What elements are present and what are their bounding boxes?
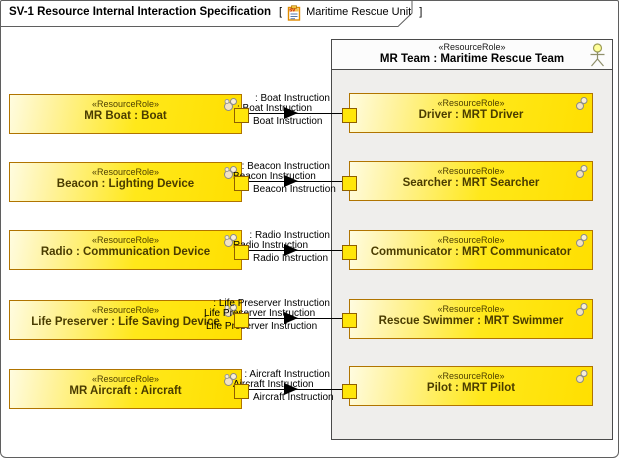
resource-role-mr-boat[interactable]: «ResourceRole» MR Boat : Boat bbox=[9, 94, 242, 134]
element-name: Pilot : MRT Pilot bbox=[426, 382, 516, 394]
resource-role-rescue-swimmer[interactable]: «ResourceRole» Rescue Swimmer : MRT Swim… bbox=[349, 299, 593, 339]
role-icon bbox=[576, 234, 588, 247]
diagram-context-name: Maritime Rescue Unit bbox=[306, 5, 412, 18]
port-mr-boat[interactable] bbox=[234, 108, 249, 123]
flow-arrow-icon bbox=[284, 244, 298, 256]
element-name: Driver : MRT Driver bbox=[418, 109, 524, 121]
container-stereotype: «ResourceRole» bbox=[438, 42, 506, 52]
resource-role-driver[interactable]: «ResourceRole» Driver : MRT Driver bbox=[349, 93, 593, 133]
port-label[interactable]: : Beacon Instruction bbox=[241, 161, 330, 172]
svg-text:SV: SV bbox=[289, 8, 296, 13]
flow-label[interactable]: Radio Instruction bbox=[253, 253, 329, 264]
port-label[interactable]: : Boat Instruction bbox=[254, 93, 330, 104]
port-communicator[interactable] bbox=[342, 245, 357, 260]
stereotype-label: «ResourceRole» bbox=[91, 305, 160, 315]
container-name: MR Team : Maritime Rescue Team bbox=[379, 53, 565, 65]
port-searcher[interactable] bbox=[342, 176, 357, 191]
stereotype-label: «ResourceRole» bbox=[437, 98, 505, 108]
stereotype-label: «ResourceRole» bbox=[91, 374, 160, 384]
flow-arrow-icon bbox=[284, 107, 298, 119]
resource-role-life-preserver[interactable]: «ResourceRole» Life Preserver : Life Sav… bbox=[9, 300, 242, 340]
role-icon bbox=[576, 370, 588, 383]
stereotype-label: «ResourceRole» bbox=[91, 99, 160, 109]
element-name: Rescue Swimmer : MRT Swimmer bbox=[378, 315, 564, 327]
flow-arrow-icon bbox=[284, 312, 298, 324]
resource-role-mr-aircraft[interactable]: «ResourceRole» MR Aircraft : Aircraft bbox=[9, 369, 242, 409]
port-mr-aircraft[interactable] bbox=[234, 384, 249, 399]
flow-label[interactable]: Beacon Instruction bbox=[253, 184, 336, 195]
flow-label[interactable]: Boat Instruction bbox=[253, 116, 323, 127]
port-life-preserver[interactable] bbox=[234, 313, 249, 328]
flow-arrow-icon bbox=[284, 175, 298, 187]
bracket-open: [ bbox=[279, 5, 283, 18]
stereotype-label: «ResourceRole» bbox=[437, 166, 505, 176]
role-icon bbox=[224, 373, 237, 386]
role-icon bbox=[224, 234, 237, 247]
port-beacon[interactable] bbox=[234, 176, 249, 191]
role-icon bbox=[224, 98, 237, 111]
flow-label[interactable]: Aircraft Instruction bbox=[253, 392, 334, 403]
role-icon bbox=[576, 303, 588, 316]
port-radio[interactable] bbox=[234, 245, 249, 260]
port-pilot[interactable] bbox=[342, 384, 357, 399]
actor-icon bbox=[590, 43, 605, 67]
port-driver[interactable] bbox=[342, 108, 357, 123]
element-name: Life Preserver : Life Saving Device bbox=[31, 316, 220, 328]
flow-label[interactable]: Life Preserver Instruction bbox=[206, 321, 318, 332]
port-label[interactable]: : Aircraft Instruction bbox=[244, 369, 330, 380]
element-name: Radio : Communication Device bbox=[40, 246, 211, 258]
container-header[interactable]: «ResourceRole» MR Team : Maritime Rescue… bbox=[332, 40, 612, 70]
element-name: Communicator : MRT Communicator bbox=[370, 246, 572, 258]
element-name: Beacon : Lighting Device bbox=[56, 178, 195, 190]
port-label[interactable]: : Life Preserver Instruction bbox=[213, 298, 330, 309]
role-icon bbox=[224, 304, 237, 317]
role-icon bbox=[576, 97, 588, 110]
port-label[interactable]: Aircraft Instruction bbox=[233, 379, 314, 390]
port-label[interactable]: Radio Instruction bbox=[233, 240, 309, 251]
stereotype-label: «ResourceRole» bbox=[91, 235, 160, 245]
resource-role-radio[interactable]: «ResourceRole» Radio : Communication Dev… bbox=[9, 230, 242, 270]
title-tab-outline bbox=[1, 1, 413, 27]
stereotype-label: «ResourceRole» bbox=[91, 167, 160, 177]
element-name: Searcher : MRT Searcher bbox=[402, 177, 540, 189]
resource-role-communicator[interactable]: «ResourceRole» Communicator : MRT Commun… bbox=[349, 230, 593, 270]
diagram-title: SV-1 Resource Internal Interaction Speci… bbox=[9, 5, 272, 18]
diagram-title-bar: SV-1 Resource Internal Interaction Speci… bbox=[9, 5, 423, 21]
port-label[interactable]: Beacon Instruction bbox=[233, 171, 316, 182]
port-label[interactable]: Life Preserver Instruction bbox=[204, 308, 316, 319]
bracket-close: ] bbox=[419, 5, 423, 18]
role-icon bbox=[224, 166, 237, 179]
port-label[interactable]: : Boat Instruction bbox=[237, 103, 313, 114]
resource-role-pilot[interactable]: «ResourceRole» Pilot : MRT Pilot bbox=[349, 366, 593, 406]
port-label[interactable]: : Radio Instruction bbox=[249, 230, 330, 241]
resource-role-searcher[interactable]: «ResourceRole» Searcher : MRT Searcher bbox=[349, 161, 593, 201]
resource-role-beacon[interactable]: «ResourceRole» Beacon : Lighting Device bbox=[9, 162, 242, 202]
role-icon bbox=[576, 165, 588, 178]
element-name: MR Aircraft : Aircraft bbox=[69, 385, 182, 397]
element-name: MR Boat : Boat bbox=[84, 110, 167, 122]
port-rescue-swimmer[interactable] bbox=[342, 313, 357, 328]
stereotype-label: «ResourceRole» bbox=[437, 235, 505, 245]
sv-diagram-icon: SV bbox=[287, 5, 301, 21]
flow-arrow-icon bbox=[284, 383, 298, 395]
stereotype-label: «ResourceRole» bbox=[437, 371, 505, 381]
stereotype-label: «ResourceRole» bbox=[437, 304, 505, 314]
